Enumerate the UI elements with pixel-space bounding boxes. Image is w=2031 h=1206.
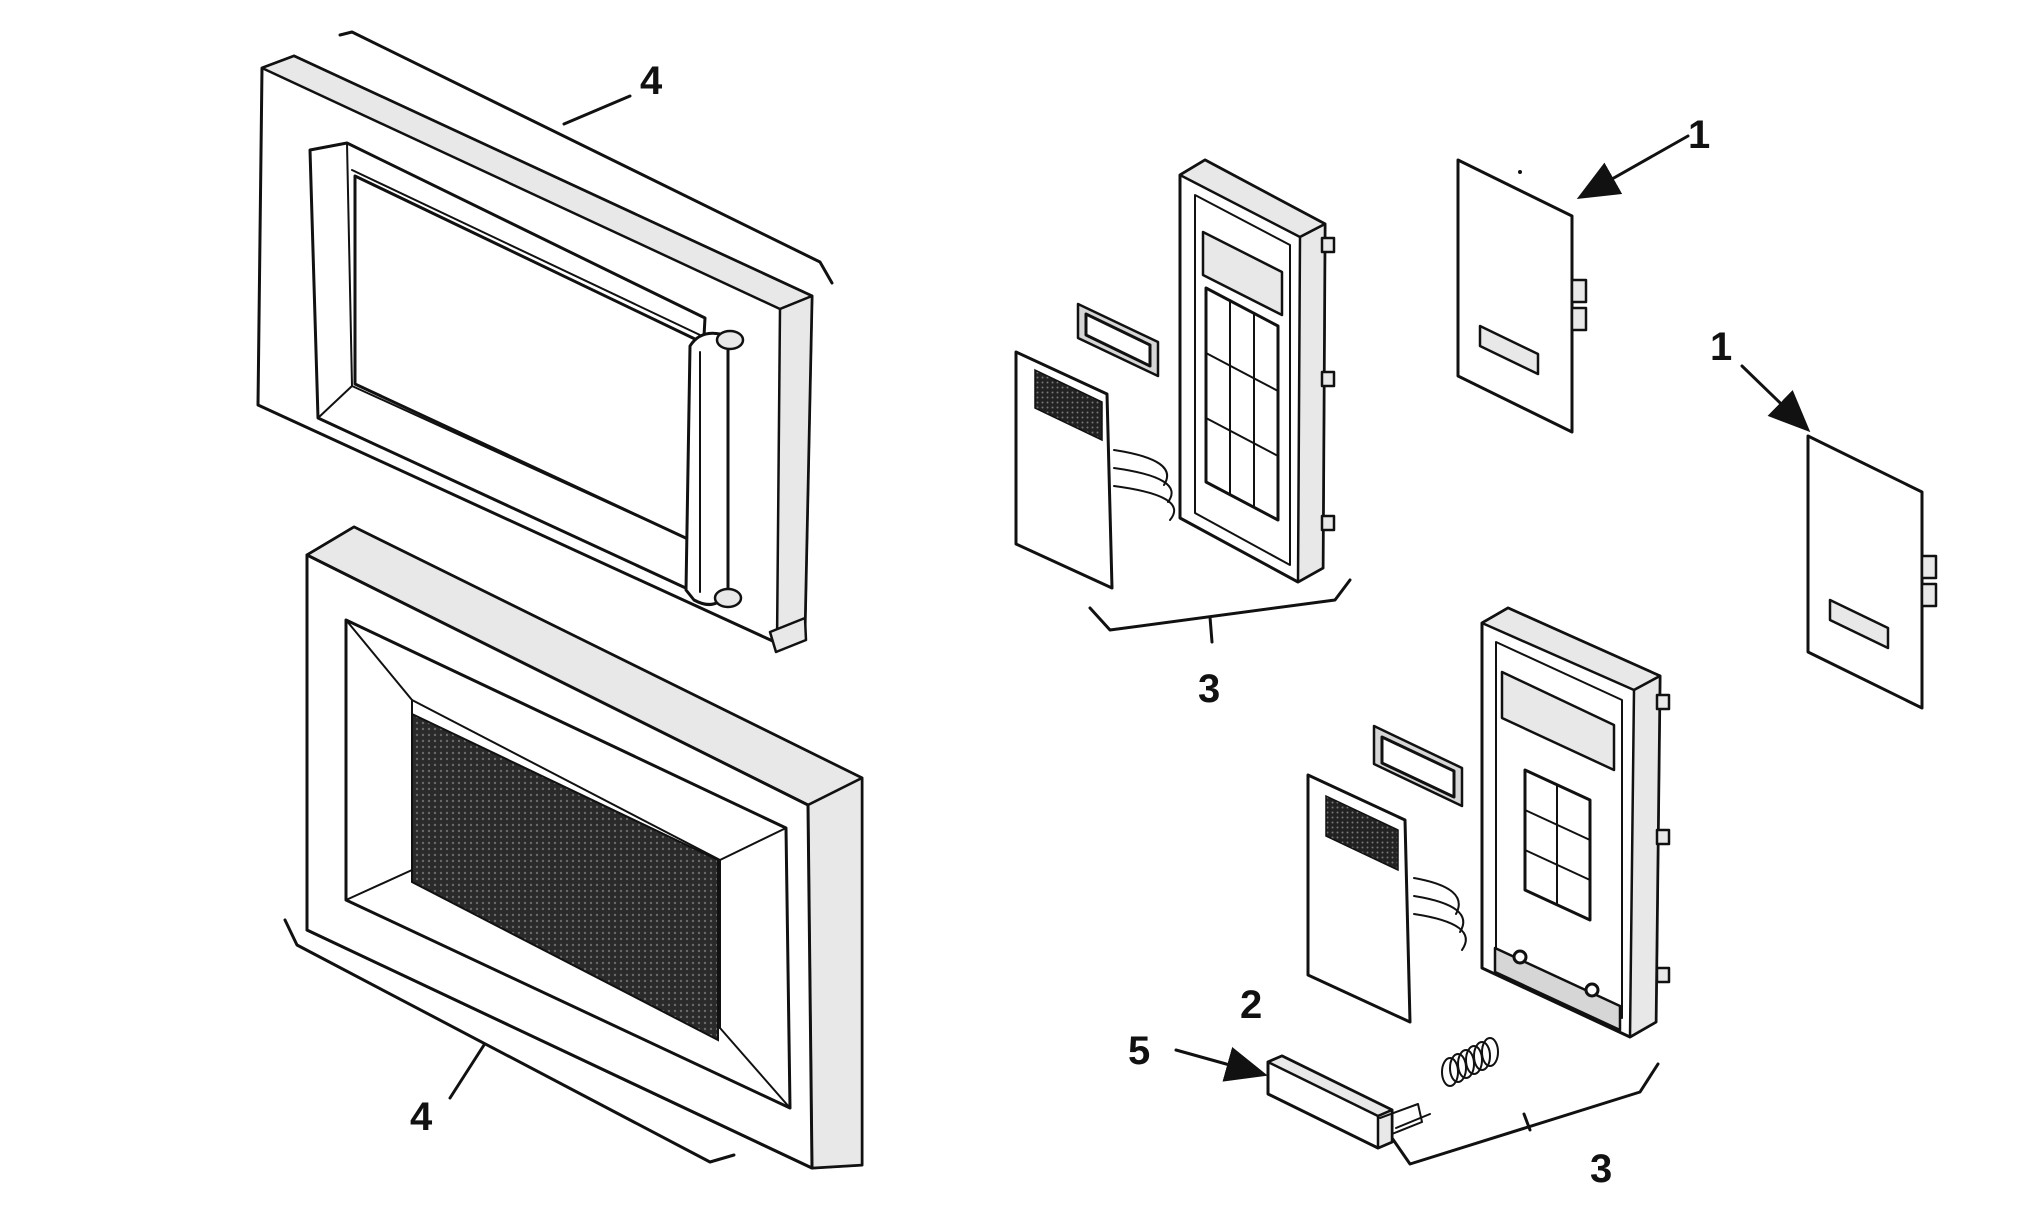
- callout-2: 2: [1240, 983, 1262, 1027]
- callout-3-lower: 3: [1590, 1147, 1612, 1191]
- spring: [1441, 1037, 1499, 1087]
- callout-4-top: 4: [640, 59, 663, 103]
- door-assembly-with-mesh-window: [305, 525, 864, 1170]
- door-assembly-with-handle: [256, 54, 814, 654]
- callout-5: 5: [1128, 1029, 1150, 1073]
- control-panel-upper: [1014, 158, 1352, 644]
- callout-1-lower: 1: [1710, 325, 1732, 369]
- control-panel-lower: [1306, 606, 1671, 1166]
- push-button: [1266, 1054, 1431, 1150]
- callout-1-upper: 1: [1688, 113, 1710, 157]
- callout-3-upper: 3: [1198, 667, 1220, 711]
- circuit-board-lower: [1806, 434, 1938, 710]
- callout-4-bottom: 4: [410, 1095, 433, 1139]
- circuit-board-upper: [1456, 158, 1588, 434]
- leader-lines: [283, 30, 1811, 1164]
